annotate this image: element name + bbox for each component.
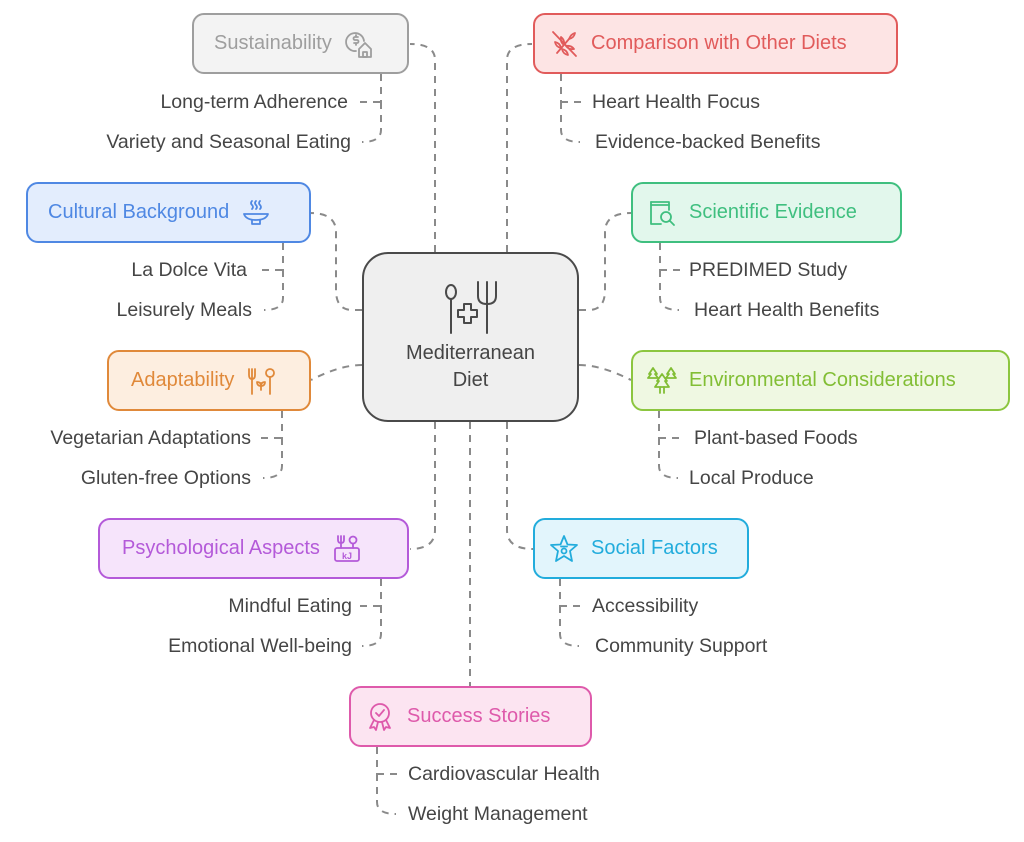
- child-local-produce: Local Produce: [689, 467, 814, 489]
- branch-label: Comparison with Other Diets: [591, 32, 847, 54]
- child-evidence-backed-benefits: Evidence-backed Benefits: [595, 131, 821, 153]
- branch-label: Cultural Background: [48, 201, 230, 223]
- connector-scientific-children: [659, 243, 681, 311]
- connector-center-adaptability: [310, 364, 363, 381]
- branch-label: Adaptability: [131, 369, 235, 391]
- branch-psychological-aspects[interactable]: Psychological Aspects kJ: [98, 518, 409, 579]
- child-la-dolce-vita: La Dolce Vita: [131, 259, 247, 281]
- child-predimed-study: PREDIMED Study: [689, 259, 848, 281]
- trees-icon: [647, 366, 677, 396]
- connector-social-children: [559, 579, 581, 647]
- branch-cultural-background[interactable]: Cultural Background: [26, 182, 311, 243]
- child-gluten-free-options: Gluten-free Options: [80, 467, 251, 489]
- branch-sustainability[interactable]: Sustainability: [192, 13, 409, 74]
- connector-center-cultural: [309, 212, 362, 311]
- fork-leaf-spoon-icon: [246, 366, 276, 396]
- child-long-term-adherence: Long-term Adherence: [160, 91, 348, 113]
- child-vegetarian-adaptations: Vegetarian Adaptations: [50, 427, 251, 449]
- child-variety-seasonal-eating: Variety and Seasonal Eating: [106, 131, 351, 153]
- child-heart-health-focus: Heart Health Focus: [592, 91, 760, 113]
- no-wheat-icon: [549, 29, 579, 59]
- connector-center-scientific: [579, 212, 632, 311]
- money-house-icon: [344, 29, 374, 59]
- branch-label: Environmental Considerations: [689, 369, 956, 391]
- branch-label: Sustainability: [214, 32, 332, 54]
- child-mindful-eating: Mindful Eating: [228, 595, 352, 617]
- award-ribbon-icon: [365, 702, 395, 732]
- child-heart-health-benefits: Heart Health Benefits: [694, 299, 880, 321]
- child-plant-based-foods: Plant-based Foods: [694, 427, 858, 449]
- connector-center-comparison: [506, 43, 533, 252]
- child-emotional-well-being: Emotional Well-being: [168, 635, 352, 657]
- connector-success-children: [376, 747, 398, 815]
- branch-label: Success Stories: [407, 705, 551, 727]
- child-leisurely-meals: Leisurely Meals: [116, 299, 252, 321]
- connector-psychological-children: [360, 579, 382, 647]
- connector-comparison-children: [560, 74, 582, 143]
- connector-center-social: [506, 422, 534, 550]
- child-community-support: Community Support: [595, 635, 768, 657]
- branch-label: Social Factors: [591, 537, 718, 559]
- child-accessibility: Accessibility: [592, 595, 699, 617]
- steaming-bowl-icon: [241, 198, 271, 228]
- svg-text:kJ: kJ: [342, 551, 352, 561]
- branch-scientific-evidence[interactable]: Scientific Evidence: [631, 182, 902, 243]
- connector-adaptability-children: [261, 411, 283, 479]
- connector-center-environmental: [578, 364, 632, 381]
- connector-cultural-children: [262, 243, 284, 311]
- connector-environmental-children: [658, 411, 680, 479]
- child-cardiovascular-health: Cardiovascular Health: [408, 763, 600, 785]
- star-person-icon: [549, 534, 579, 564]
- book-search-icon: [647, 198, 677, 228]
- branch-success-stories[interactable]: Success Stories: [349, 686, 592, 747]
- branch-environmental-considerations[interactable]: Environmental Considerations: [631, 350, 1010, 411]
- branch-label: Scientific Evidence: [689, 201, 857, 223]
- branch-adaptability[interactable]: Adaptability: [107, 350, 311, 411]
- branch-social-factors[interactable]: Social Factors: [533, 518, 749, 579]
- food-kilojoule-icon: kJ: [332, 534, 362, 564]
- branch-label: Psychological Aspects: [122, 537, 320, 559]
- connector-center-sustainability: [409, 43, 436, 252]
- connector-center-psychological: [409, 422, 436, 550]
- utensils-medical-cross-icon: [441, 280, 501, 336]
- child-weight-management: Weight Management: [408, 803, 588, 825]
- branch-comparison-other-diets[interactable]: Comparison with Other Diets: [533, 13, 898, 74]
- connector-sustainability-children: [360, 74, 382, 143]
